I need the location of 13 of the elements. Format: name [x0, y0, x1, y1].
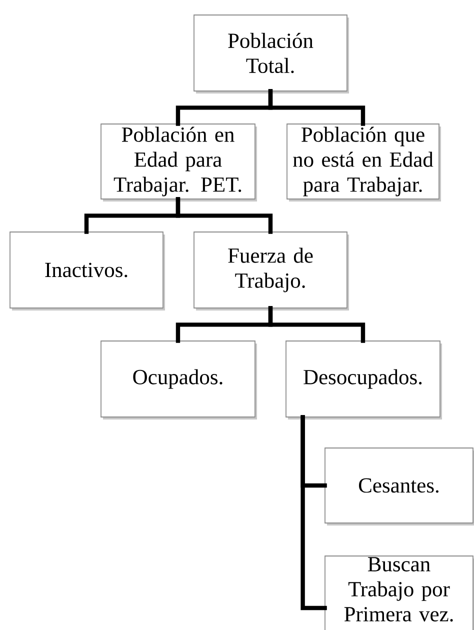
text-box: Población en Edad para Trabajar. PET. [100, 124, 257, 202]
connector-line [176, 197, 273, 234]
connector-line [268, 306, 366, 343]
text-box: Cesantes. [324, 448, 474, 526]
text-box: Fuerza de Trabajo. [194, 232, 349, 310]
text-box: Población que no está en Edad para Trabajar. [286, 124, 441, 202]
text-box: Buscan Trabajo por Primera vez. [324, 556, 474, 630]
connector-line [300, 415, 327, 610]
text-box: Población Total. [194, 14, 349, 94]
text-box: Inactivos. [10, 232, 165, 310]
text-box: Ocupados. [100, 340, 257, 420]
connector-line [268, 89, 366, 126]
text-box: Desocupados. [286, 340, 442, 420]
